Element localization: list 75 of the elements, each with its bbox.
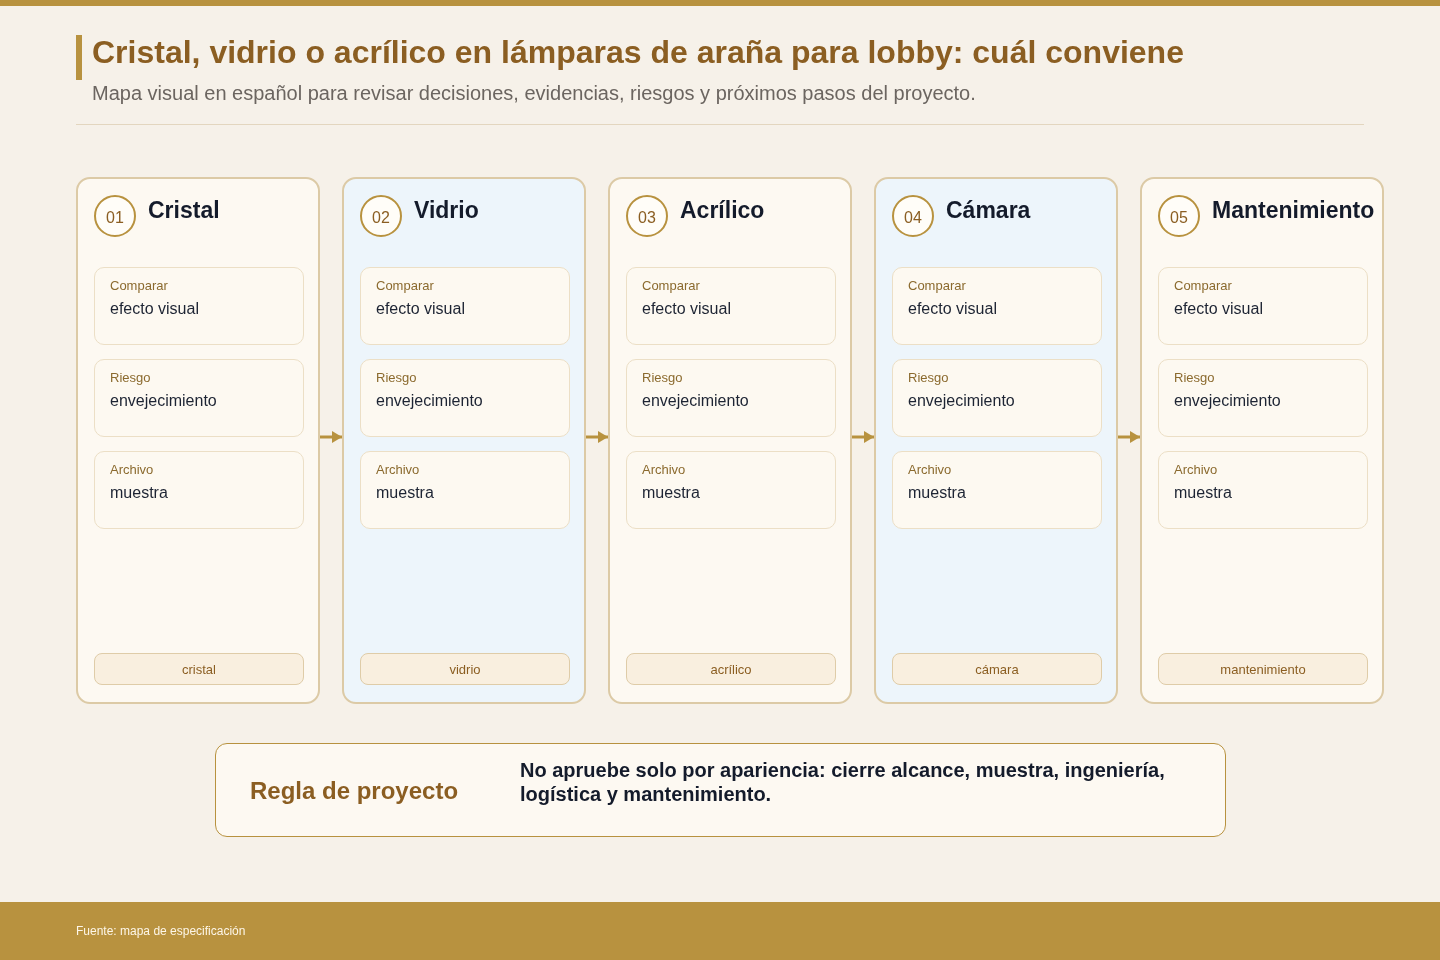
category-tag: acrílico: [626, 653, 836, 685]
field-label: Riesgo: [110, 370, 151, 386]
info-card: [94, 359, 304, 437]
field-value: efecto visual: [642, 299, 731, 319]
field-value: envejecimiento: [1174, 391, 1281, 411]
rule-text: No apruebe solo por apariencia: cierre alcance, muestra, ingeniería, logística y mantenimiento.: [520, 758, 1166, 806]
info-card: [626, 359, 836, 437]
field-value: muestra: [110, 483, 168, 503]
info-card: [892, 267, 1102, 345]
field-label: Comparar: [1174, 278, 1232, 294]
page-title: Cristal, vidrio o acrílico en lámparas de araña para lobby: cuál conviene: [92, 33, 1184, 71]
field-label: Archivo: [642, 462, 686, 478]
subtitle: Mapa visual en español para revisar decisiones, evidencias, riesgos y próximos pasos del proyecto.: [92, 81, 976, 106]
column-heading: Cámara: [946, 196, 1031, 224]
flow-arrow: [852, 431, 874, 443]
flow-arrow: [1118, 431, 1140, 443]
column-card: [608, 177, 852, 704]
field-label: Comparar: [110, 278, 168, 294]
field-value: envejecimiento: [110, 391, 217, 411]
field-label: Comparar: [642, 278, 700, 294]
category-tag: vidrio: [360, 653, 570, 685]
step-number: 04: [892, 195, 934, 237]
info-card: [360, 359, 570, 437]
column-heading: Acrílico: [680, 196, 765, 224]
field-value: muestra: [376, 483, 434, 503]
field-label: Riesgo: [642, 370, 683, 386]
field-label: Riesgo: [1174, 370, 1215, 386]
field-value: muestra: [642, 483, 700, 503]
info-card: [626, 267, 836, 345]
field-value: efecto visual: [110, 299, 199, 319]
field-label: Archivo: [1174, 462, 1218, 478]
field-label: Riesgo: [908, 370, 949, 386]
info-card: [1158, 359, 1368, 437]
step-number: 05: [1158, 195, 1200, 237]
info-card: [360, 267, 570, 345]
field-value: envejecimiento: [908, 391, 1015, 411]
rule-panel: [215, 743, 1226, 837]
info-card: [892, 359, 1102, 437]
column-card: [874, 177, 1118, 704]
field-label: Archivo: [908, 462, 952, 478]
category-tag: cámara: [892, 653, 1102, 685]
source-note: Fuente: mapa de especificación: [76, 923, 246, 939]
info-card: [892, 451, 1102, 529]
info-card: [94, 451, 304, 529]
step-number: 01: [94, 195, 136, 237]
field-value: envejecimiento: [642, 391, 749, 411]
info-card: [1158, 267, 1368, 345]
flow-arrow: [586, 431, 608, 443]
step-number: 03: [626, 195, 668, 237]
column-card: [76, 177, 320, 704]
field-value: efecto visual: [376, 299, 465, 319]
step-number: 02: [360, 195, 402, 237]
column-heading: Mantenimiento: [1212, 196, 1375, 224]
field-value: muestra: [908, 483, 966, 503]
field-value: muestra: [1174, 483, 1232, 503]
field-value: envejecimiento: [376, 391, 483, 411]
column-heading: Cristal: [148, 196, 220, 224]
field-label: Comparar: [908, 278, 966, 294]
field-label: Archivo: [376, 462, 420, 478]
field-label: Riesgo: [376, 370, 417, 386]
category-tag: mantenimiento: [1158, 653, 1368, 685]
field-value: efecto visual: [908, 299, 997, 319]
field-label: Archivo: [110, 462, 154, 478]
flow-arrow: [320, 431, 342, 443]
column-card: [342, 177, 586, 704]
column-card: [1140, 177, 1384, 704]
info-card: [1158, 451, 1368, 529]
field-value: efecto visual: [1174, 299, 1263, 319]
info-card: [94, 267, 304, 345]
rule-heading: Regla de proyecto: [250, 777, 459, 805]
category-tag: cristal: [94, 653, 304, 685]
info-card: [626, 451, 836, 529]
info-card: [360, 451, 570, 529]
field-label: Comparar: [376, 278, 434, 294]
column-heading: Vidrio: [414, 196, 479, 224]
